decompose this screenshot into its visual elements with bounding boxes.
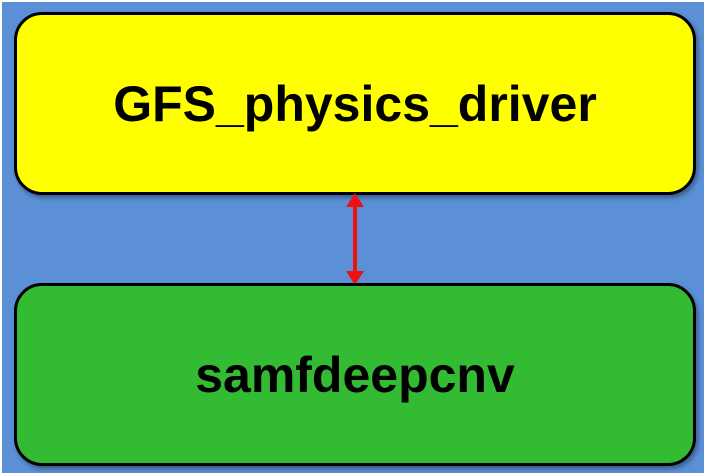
bidirectional-arrow <box>346 193 364 285</box>
node-gfs-physics-driver: GFS_physics_driver <box>14 12 696 195</box>
arrowhead-up-icon <box>346 193 364 207</box>
arrowhead-down-icon <box>346 271 364 285</box>
node-samfdeepcnv-label: samfdeepcnv <box>195 346 515 403</box>
node-samfdeepcnv: samfdeepcnv <box>14 283 696 466</box>
node-gfs-physics-driver-label: GFS_physics_driver <box>113 75 597 132</box>
